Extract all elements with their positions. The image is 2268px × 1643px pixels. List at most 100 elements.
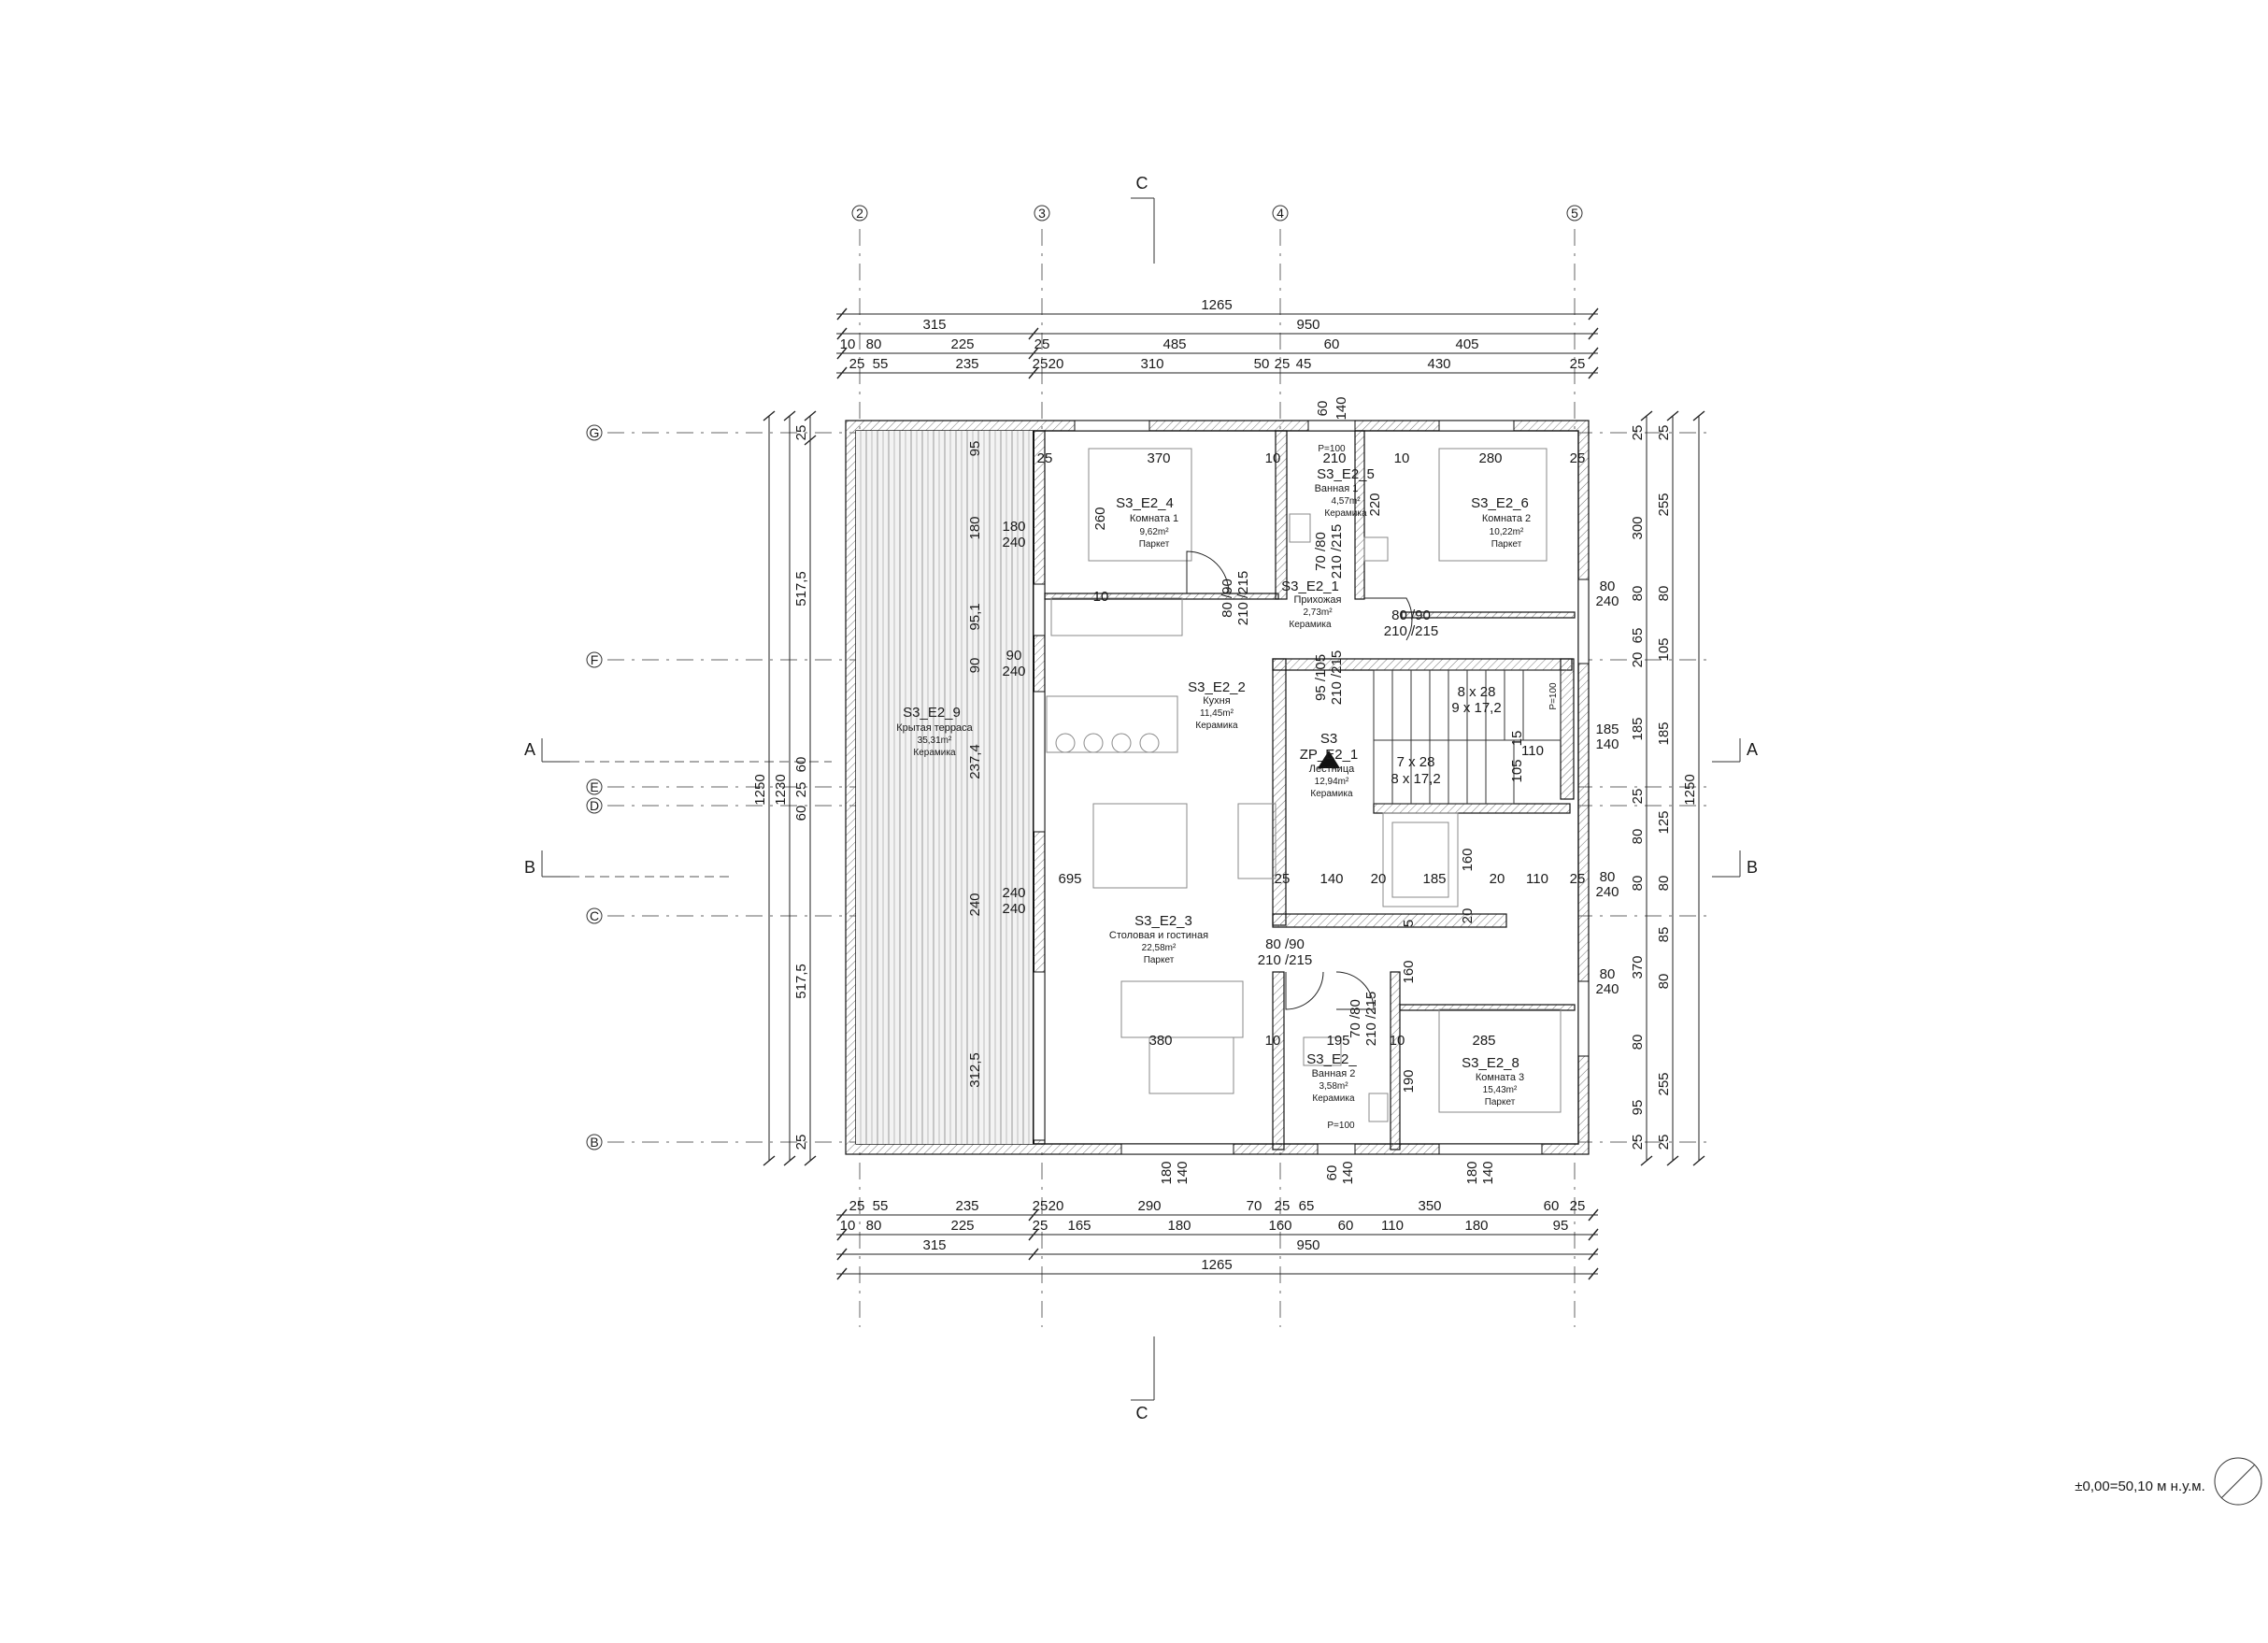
svg-text:180: 180 — [1002, 519, 1025, 535]
svg-text:S3: S3 — [1320, 731, 1337, 747]
bottom-dimensions: 25 55 235 25 20 290 70 25 65 350 60 25 1… — [836, 1198, 1599, 1280]
svg-text:110: 110 — [1381, 1218, 1404, 1234]
dining-table — [1092, 803, 1188, 889]
furniture — [1046, 448, 1562, 1122]
svg-text:225: 225 — [950, 1218, 974, 1234]
svg-text:Ванная 1: Ванная 1 — [1315, 483, 1359, 494]
svg-text:Паркет: Паркет — [1485, 1097, 1516, 1107]
axis-marker-G: G — [586, 424, 603, 441]
svg-text:370: 370 — [1147, 450, 1170, 466]
svg-text:Комната 2: Комната 2 — [1482, 513, 1531, 524]
svg-text:240: 240 — [1002, 535, 1025, 550]
section-b-right: B — [1712, 850, 1758, 878]
axis-marker-C: C — [586, 907, 603, 924]
svg-text:4,57m²: 4,57m² — [1331, 496, 1361, 507]
svg-text:195: 195 — [1326, 1033, 1349, 1049]
svg-text:12,94m²: 12,94m² — [1315, 777, 1349, 787]
svg-text:290: 290 — [1137, 1198, 1161, 1214]
svg-text:25: 25 — [1630, 425, 1646, 441]
svg-text:240: 240 — [1002, 885, 1025, 901]
svg-text:Кухня: Кухня — [1203, 695, 1230, 707]
svg-text:9 x 17,2: 9 x 17,2 — [1451, 700, 1501, 716]
svg-text:380: 380 — [1148, 1033, 1172, 1049]
svg-text:255: 255 — [1656, 493, 1672, 516]
svg-text:185: 185 — [1630, 717, 1646, 740]
svg-text:80 /90: 80 /90 — [1265, 936, 1305, 952]
svg-text:80: 80 — [1656, 876, 1672, 892]
svg-text:315: 315 — [922, 1237, 946, 1253]
svg-text:55: 55 — [873, 356, 889, 372]
svg-text:10: 10 — [1265, 450, 1281, 466]
svg-text:2,73m²: 2,73m² — [1303, 607, 1333, 618]
section-a-left: A — [524, 738, 832, 763]
svg-text:80: 80 — [866, 336, 882, 352]
svg-text:237,4: 237,4 — [967, 744, 983, 779]
svg-text:95: 95 — [1630, 1100, 1646, 1116]
svg-text:140: 140 — [1340, 1161, 1356, 1184]
axis-marker-D: D — [586, 797, 603, 814]
svg-text:80 /90: 80 /90 — [1391, 607, 1431, 623]
svg-text:25: 25 — [1275, 871, 1291, 887]
svg-text:Комната 3: Комната 3 — [1476, 1072, 1524, 1083]
svg-text:10: 10 — [1093, 589, 1109, 605]
svg-text:5: 5 — [1571, 206, 1578, 221]
washbasin-bath2 — [1303, 1036, 1342, 1066]
svg-text:95,1: 95,1 — [967, 603, 983, 630]
svg-text:240: 240 — [1002, 664, 1025, 679]
svg-text:F: F — [591, 652, 599, 667]
svg-text:485: 485 — [1163, 336, 1186, 352]
svg-text:210: 210 — [1322, 450, 1346, 466]
svg-text:1250: 1250 — [752, 774, 768, 805]
svg-text:4: 4 — [1277, 206, 1284, 221]
room-label-s3-e2-5: S3_E2_5 Ванная 1 4,57m² Керамика — [1315, 466, 1375, 519]
svg-text:185: 185 — [1656, 721, 1672, 745]
svg-text:Керамика: Керамика — [1312, 1093, 1355, 1104]
svg-text:312,5: 312,5 — [967, 1052, 983, 1088]
room-label-s3-e2-1: S3_E2_1 Прихожая 2,73m² Керамика — [1281, 579, 1341, 630]
interior-dimensions: 370 260 210 220 280 10 10 25 25 95 180 9… — [967, 396, 1619, 1184]
svg-text:25: 25 — [849, 1198, 865, 1214]
svg-text:25: 25 — [793, 1135, 809, 1150]
svg-text:2: 2 — [856, 206, 863, 221]
svg-text:ZP_E2_1: ZP_E2_1 — [1300, 747, 1359, 763]
svg-text:25: 25 — [1033, 1198, 1048, 1214]
svg-text:240: 240 — [1595, 593, 1619, 609]
room-label-s3-e2-9: S3_E2_9 Крытая терраса 35,31m² Керамика — [896, 705, 973, 758]
svg-text:180: 180 — [1464, 1161, 1480, 1184]
svg-text:65: 65 — [1299, 1198, 1315, 1214]
svg-text:1265: 1265 — [1201, 1257, 1232, 1273]
svg-text:22,58m²: 22,58m² — [1142, 943, 1177, 953]
svg-text:185: 185 — [1595, 721, 1619, 737]
svg-text:B: B — [590, 1135, 598, 1150]
svg-text:950: 950 — [1296, 317, 1319, 333]
svg-text:1250: 1250 — [1682, 774, 1698, 805]
svg-text:5: 5 — [1401, 920, 1417, 927]
svg-text:Керамика: Керамика — [1324, 508, 1367, 519]
svg-text:S3_E2_5: S3_E2_5 — [1317, 466, 1375, 482]
door-labels: 80 /90 210 /215 70 /80 210 /215 80 /90 2… — [1220, 524, 1438, 1046]
svg-text:45: 45 — [1296, 356, 1312, 372]
svg-text:55: 55 — [873, 1198, 889, 1214]
svg-text:20: 20 — [1371, 871, 1387, 887]
kitchen-island — [1046, 695, 1178, 753]
svg-text:P=100: P=100 — [1548, 682, 1559, 710]
axis-marker-3: 3 — [1034, 205, 1050, 221]
kitchen-counter — [1050, 597, 1183, 636]
svg-text:10: 10 — [1390, 1033, 1405, 1049]
section-markers: A A B B C C — [524, 174, 1758, 1422]
svg-text:S3_E2_3: S3_E2_3 — [1134, 913, 1192, 929]
svg-text:180: 180 — [1167, 1218, 1191, 1234]
svg-text:25: 25 — [1630, 1135, 1646, 1150]
svg-text:25: 25 — [1570, 356, 1586, 372]
room-label-s3-e2-6: S3_E2_6 Комната 2 10,22m² Паркет — [1471, 495, 1531, 550]
svg-text:95 /105: 95 /105 — [1313, 654, 1329, 701]
svg-text:S3_E2_6: S3_E2_6 — [1471, 495, 1529, 511]
bed-room1 — [1088, 448, 1192, 562]
svg-text:210 /215: 210 /215 — [1363, 992, 1379, 1046]
washbasin-bath1 — [1363, 536, 1389, 562]
svg-text:300: 300 — [1630, 516, 1646, 539]
svg-text:B: B — [524, 858, 535, 877]
svg-text:110: 110 — [1521, 743, 1544, 759]
svg-text:60: 60 — [1315, 401, 1331, 417]
